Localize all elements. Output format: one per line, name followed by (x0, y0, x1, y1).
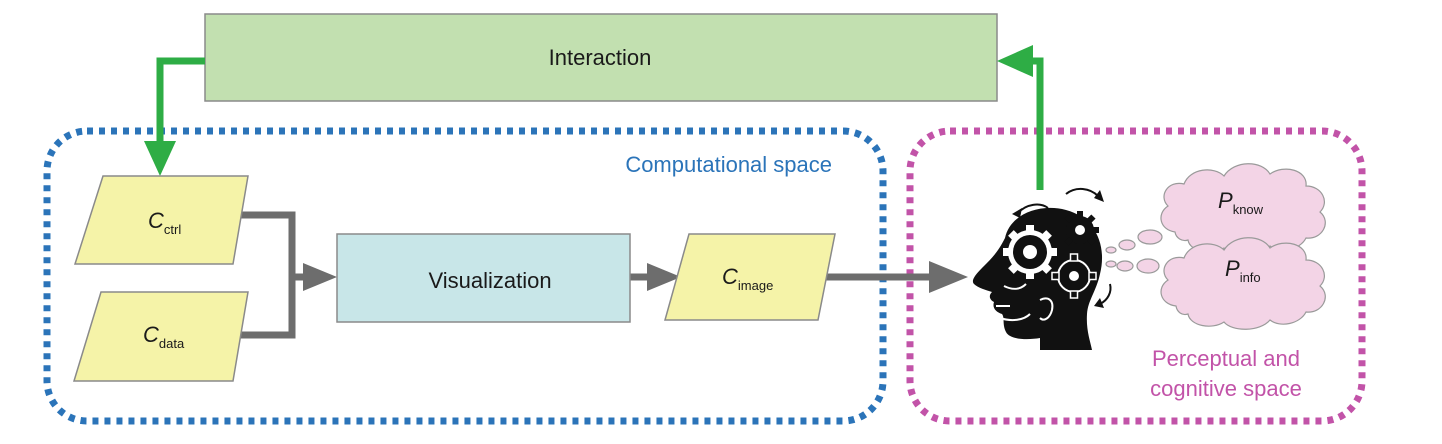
interaction-label: Interaction (549, 45, 652, 70)
thought-bubbles (1105, 229, 1163, 274)
computational-space-region (43, 127, 887, 425)
head-with-gears-icon (972, 188, 1112, 350)
cimage-to-head-arrowhead (929, 261, 968, 293)
p-info-cloud (1160, 237, 1326, 330)
head-to-interaction-arrowhead (997, 45, 1033, 77)
visualization-box (336, 233, 631, 323)
p-know-label: Pknow (1218, 188, 1264, 217)
computational-space-label: Computational space (625, 152, 832, 177)
interaction-to-cctrl-arrow (156, 57, 205, 145)
c-ctrl-parallelogram (73, 175, 249, 265)
c-data-parallelogram (72, 291, 249, 382)
interaction-to-cctrl-arrowhead (144, 141, 176, 176)
visualization-input-arrowhead (303, 263, 337, 291)
perceptual-space-region (906, 127, 1366, 425)
p-info-label: Pinfo (1225, 256, 1261, 285)
c-image-label: Cimage (722, 264, 773, 293)
c-data-label: Cdata (143, 322, 185, 351)
c-ctrl-label: Cctrl (148, 208, 181, 237)
interaction-box (204, 13, 998, 102)
c-image-parallelogram (664, 233, 836, 321)
visualization-label: Visualization (428, 268, 551, 293)
perceptual-space-label-line1: Perceptual and (1152, 346, 1300, 371)
visualization-to-cimage-arrowhead (647, 263, 681, 291)
head-to-interaction-arrow (1030, 57, 1044, 190)
perceptual-space-label-line2: cognitive space (1150, 376, 1302, 401)
